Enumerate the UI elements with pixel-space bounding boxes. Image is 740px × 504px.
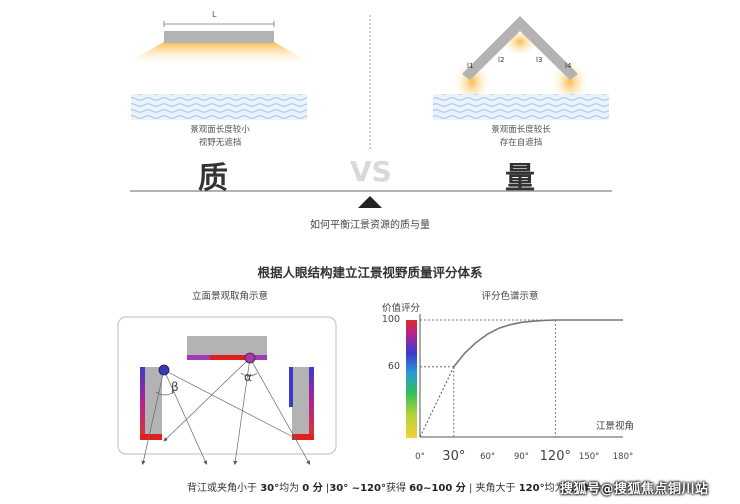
right-caption-line2: 存在自遮挡 — [499, 138, 543, 148]
left-facade-bar — [164, 31, 274, 43]
segment-label-l1: l1 — [467, 62, 474, 70]
left-river — [131, 94, 307, 120]
score-chart-title: 评分色谱示意 — [481, 291, 539, 302]
zero-score-ramp — [419, 366, 455, 438]
x-tick-1: 30° — [442, 449, 466, 464]
quality-char: 质 — [198, 161, 228, 196]
diagram-title: 立面景观取角示意 — [191, 291, 268, 302]
segment-label-l2: l2 — [498, 56, 505, 64]
chart-axes — [419, 314, 623, 438]
balance-triangle — [358, 196, 382, 208]
left-caption-line1: 景观面长度较小 — [190, 125, 250, 135]
right-facade-illustration — [433, 16, 609, 120]
left-light-glow — [126, 42, 312, 64]
x-tick-5: 150° — [578, 452, 600, 462]
y-axis-label: 价值评分 — [382, 303, 421, 314]
chart-guides — [420, 319, 556, 437]
segment-label-l3: l3 — [536, 56, 543, 64]
viewpoint-top — [244, 352, 256, 364]
beta-label: β — [171, 380, 179, 394]
alpha-label: α — [244, 370, 252, 384]
viewpoint-left — [158, 364, 170, 376]
x-axis-label: 江景视角 — [596, 421, 635, 432]
right-caption-line1: 景观面长度较长 — [491, 125, 551, 135]
left-facade-illustration — [126, 21, 312, 120]
section-title: 根据人眼结构建立江景视野质量评分体系 — [257, 265, 483, 280]
right-glow-left — [454, 60, 490, 104]
score-curve — [453, 319, 623, 368]
x-tick-4: 120° — [539, 449, 571, 464]
spectrum-bar — [406, 320, 417, 438]
y-tick-1: 60 — [387, 360, 400, 372]
left-dimension-label: L — [212, 10, 217, 19]
score-chart — [406, 314, 623, 438]
left-building — [140, 367, 162, 437]
left-caption-line2: 视野无遮挡 — [198, 138, 242, 148]
diagram-frame — [117, 316, 337, 455]
x-tick-0: 0° — [415, 452, 425, 462]
top-building — [187, 336, 267, 357]
x-tick-3: 90° — [513, 452, 530, 462]
right-building — [292, 367, 314, 437]
vs-label: VS — [350, 155, 392, 188]
x-tick-6: 180° — [612, 452, 634, 462]
right-facade-chevron — [462, 16, 578, 80]
segment-label-l4: l4 — [565, 62, 572, 70]
elevation-angle-diagram — [117, 316, 337, 466]
quantity-char: 量 — [505, 161, 535, 196]
y-tick-0: 100 — [381, 314, 400, 325]
watermark: 搜狐号@搜狐焦点铜川站 — [560, 482, 709, 497]
scoring-rule-text: 背江或夹角小于 30°均为 0 分 |30° ~120°获得 60~100 分 … — [187, 483, 602, 494]
right-river — [433, 94, 609, 120]
balance-caption: 如何平衡江景资源的质与量 — [310, 220, 430, 231]
x-tick-2: 60° — [480, 452, 496, 462]
